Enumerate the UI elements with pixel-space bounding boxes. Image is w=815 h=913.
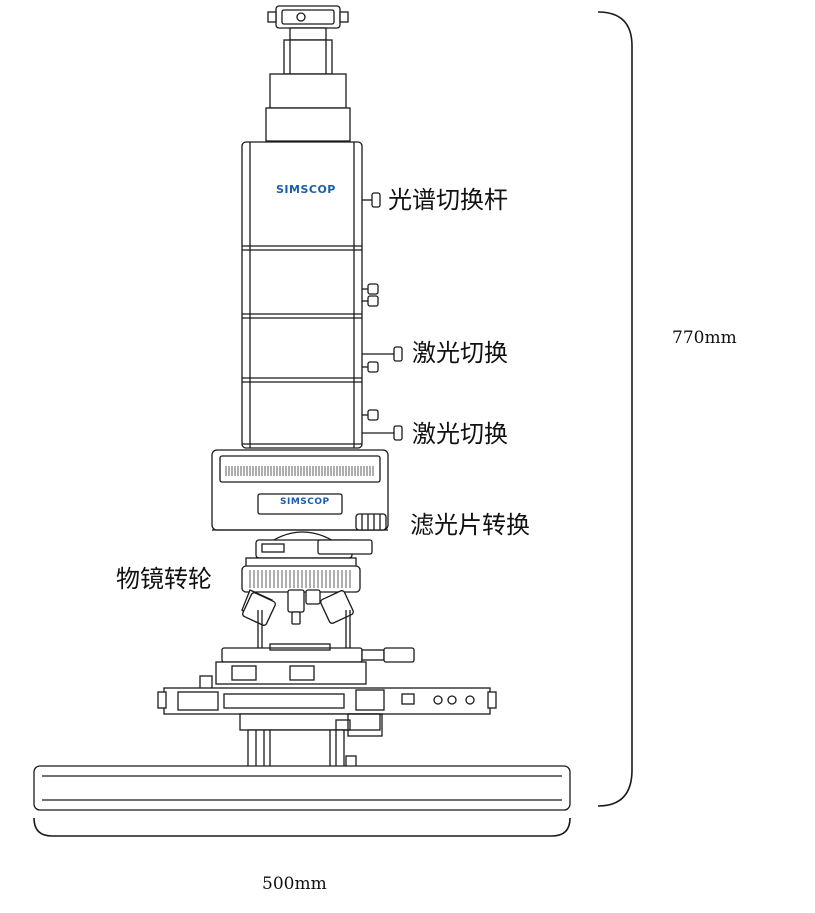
- label-filter-switch: 滤光片转换: [410, 511, 530, 539]
- width-dimension-brace: [33, 817, 571, 837]
- objectives: [241, 589, 354, 626]
- spectrum-lever-knob: [362, 192, 381, 208]
- upper-tube: [265, 73, 351, 143]
- side-knobs: [362, 283, 403, 441]
- label-spectrum-lever: 光谱切换杆: [388, 186, 508, 214]
- base-plate: [33, 765, 571, 811]
- width-dimension-label: 500mm: [262, 874, 327, 894]
- objective-turret: [241, 557, 361, 593]
- support-rods: [257, 610, 351, 650]
- label-objective-turret: 物镜转轮: [116, 565, 212, 593]
- main-body: [241, 141, 363, 449]
- label-laser-switch-1: 激光切换: [412, 339, 508, 367]
- brand-logo-top: SIMSCOP: [276, 183, 336, 196]
- camera-mount: [267, 5, 349, 75]
- height-dimension-brace: [597, 11, 633, 807]
- filter-switch-knob: [355, 513, 387, 531]
- height-dimension-label: 770mm: [672, 328, 737, 348]
- dome: [255, 531, 373, 559]
- brand-logo-housing: SIMSCOP: [280, 497, 330, 507]
- stage: [157, 643, 497, 737]
- filter-housing: [211, 449, 389, 531]
- label-laser-switch-2: 激光切换: [412, 420, 508, 448]
